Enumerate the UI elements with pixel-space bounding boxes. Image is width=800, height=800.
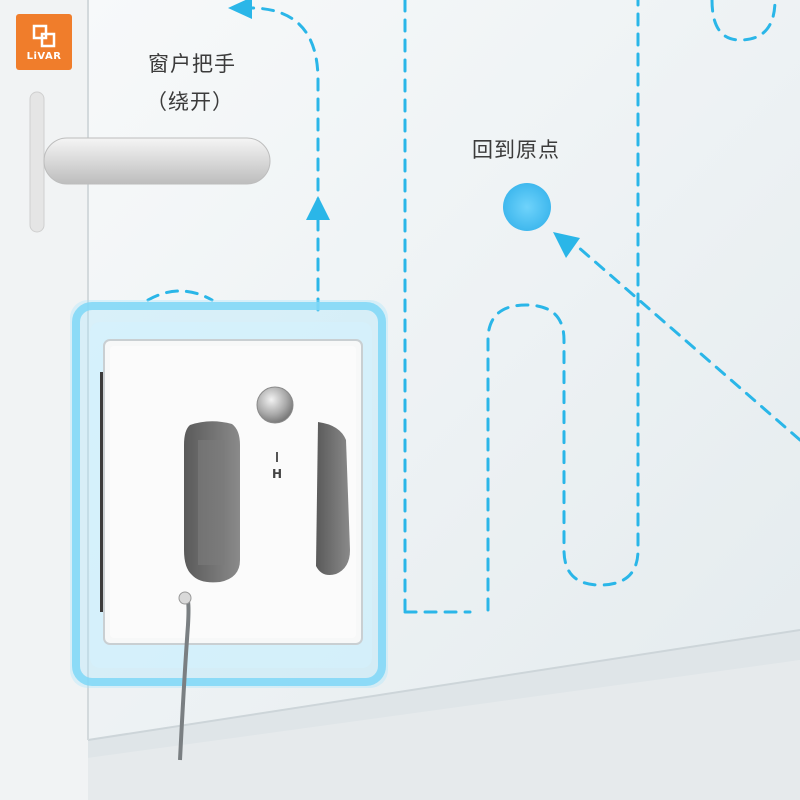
window-handle [29,91,271,233]
arrow-up-left-icon [553,232,580,258]
arrow-left-icon [228,0,252,19]
brand-logo: LiVAR [16,14,72,70]
livar-logo-icon [32,24,56,47]
window-handle-note: （绕开） [146,90,234,114]
home-point-icon [503,183,551,231]
window-handle-label: 窗户把手 [148,52,236,76]
window-cleaning-robot-icon [70,300,388,761]
robot-badge: H [272,467,282,481]
brand-name: LiVAR [26,50,62,62]
cleaning-path [146,0,800,614]
arrow-up-icon [306,196,330,220]
return-home-label: 回到原点 [472,138,560,162]
